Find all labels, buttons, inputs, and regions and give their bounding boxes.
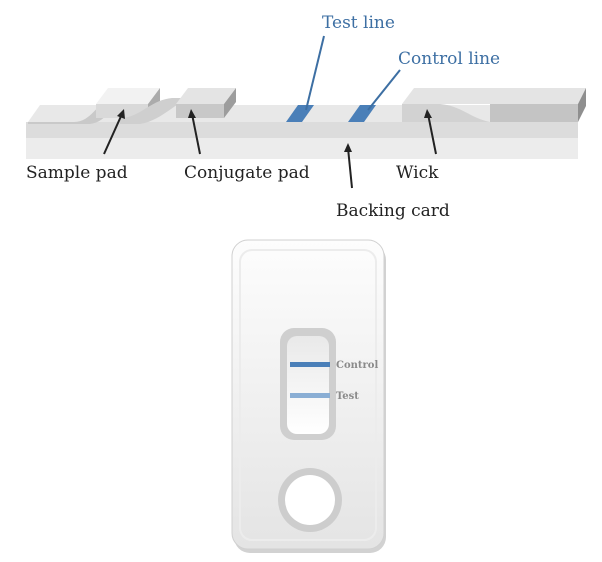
backing-card-arrowhead [344,143,352,152]
backing-card-front [26,138,578,159]
cassette-control-line [290,362,330,367]
conjugate-pad-side [224,88,236,118]
control-line-label: Control line [398,49,500,69]
wick-curve [402,104,490,122]
test-line-leader [305,35,325,111]
arrowheads [117,109,432,152]
conjugate-pad [120,98,194,124]
wick-top [402,88,586,104]
sample-pad-arrow [103,113,123,155]
conjugate-pad-arrowhead [188,109,196,118]
wick-label: Wick [396,163,439,183]
cassette-control-label: Control [336,360,378,371]
backing-card-label: Backing card [336,201,450,221]
wick-front [490,104,578,122]
sample-well [285,475,335,525]
test-cassette: Control Test [231,239,386,553]
wick-arrow [427,113,437,155]
sample-pad-arrowhead [117,109,125,119]
leader-lines [103,35,437,189]
backing-card-arrow [347,147,353,189]
wick-arrowhead [424,109,432,118]
test-line-label: Test line [322,13,395,33]
result-window [287,336,329,434]
cassette-test-label: Test [336,391,359,402]
sample-pad-top [96,88,160,104]
cassette-test-line [290,393,330,398]
cassette-inner-bevel [239,249,377,541]
sample-pad-label: Sample pad [26,163,128,183]
test-strip [26,88,586,159]
control-line-leader [367,69,401,111]
wick-side [578,88,586,122]
conjugate-pad-front [176,104,224,118]
conjugate-pad-arrow [191,113,201,155]
backing-card-top [26,122,578,138]
conjugate-pad-top [176,88,236,104]
conjugate-pad-label: Conjugate pad [184,163,310,183]
